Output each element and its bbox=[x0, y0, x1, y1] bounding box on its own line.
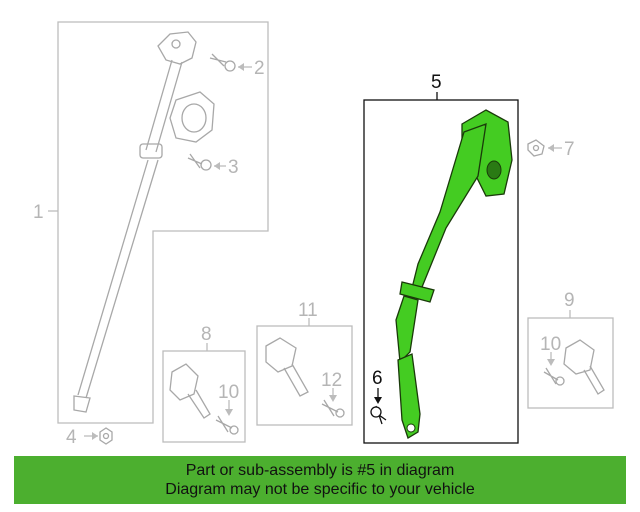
seat-belt-upper-anchor bbox=[157, 31, 197, 65]
assembly-9-group bbox=[527, 310, 614, 409]
banner-line-part: Part or sub-assembly is #5 in diagram bbox=[185, 462, 455, 479]
assembly-9-frame bbox=[527, 317, 614, 409]
belt-guide-5 bbox=[399, 281, 435, 303]
info-banner: Part or sub-assembly is #5 in diagram Di… bbox=[14, 456, 626, 504]
assembly-11-group bbox=[256, 318, 353, 426]
assembly-1-frame bbox=[57, 21, 269, 424]
nut-icon-4 bbox=[99, 427, 113, 445]
assembly-8-group bbox=[162, 343, 246, 443]
bolt-icon-3 bbox=[187, 153, 203, 169]
seat-belt-lower-anchor bbox=[73, 395, 91, 413]
assembly-8-frame bbox=[162, 350, 246, 443]
seat-belt-strap-5 bbox=[409, 123, 487, 298]
callout-9: 9 bbox=[564, 290, 575, 311]
buckle-icon-9 bbox=[563, 339, 595, 375]
buckle-icon-8 bbox=[169, 363, 199, 401]
bolt-icon-10-right bbox=[543, 367, 559, 385]
seat-belt-webbing-upper bbox=[145, 59, 183, 153]
callout-7: 7 bbox=[564, 139, 575, 160]
callout-2: 2 bbox=[254, 58, 265, 79]
seat-belt-retractor bbox=[169, 91, 215, 143]
parts-diagram: 1 2 3 4 5 6 7 8 9 10 10 11 12 bbox=[33, 21, 614, 448]
callout-10-right: 10 bbox=[540, 334, 561, 355]
callout-4: 4 bbox=[66, 427, 77, 448]
callout-12: 12 bbox=[321, 370, 342, 391]
callout-10-left: 10 bbox=[218, 382, 239, 403]
assembly-11-frame bbox=[256, 325, 353, 426]
callout-8: 8 bbox=[201, 324, 212, 345]
buckle-icon-11 bbox=[265, 337, 297, 373]
callout-1: 1 bbox=[33, 202, 44, 223]
belt-guide bbox=[139, 143, 163, 159]
assembly-5-frame bbox=[363, 99, 519, 444]
callout-6: 6 bbox=[372, 368, 383, 389]
seat-belt-lower-anchor-5 bbox=[397, 353, 421, 439]
nut-icon-7 bbox=[527, 139, 545, 157]
callout-3: 3 bbox=[228, 157, 239, 178]
assembly-1-group bbox=[48, 21, 269, 445]
seat-belt-lower-strap-5 bbox=[395, 295, 419, 364]
callout-5: 5 bbox=[431, 72, 442, 93]
bolt-icon-12 bbox=[321, 399, 339, 417]
nut-7-group bbox=[527, 139, 562, 157]
seat-belt-webbing-lower bbox=[77, 159, 159, 399]
bolt-icon-2 bbox=[209, 53, 227, 67]
bolt-icon-10-left bbox=[215, 415, 233, 433]
assembly-5-group bbox=[363, 92, 519, 444]
callout-11: 11 bbox=[298, 300, 318, 321]
banner-line-disclaimer: Diagram may not be specific to your vehi… bbox=[165, 481, 475, 498]
